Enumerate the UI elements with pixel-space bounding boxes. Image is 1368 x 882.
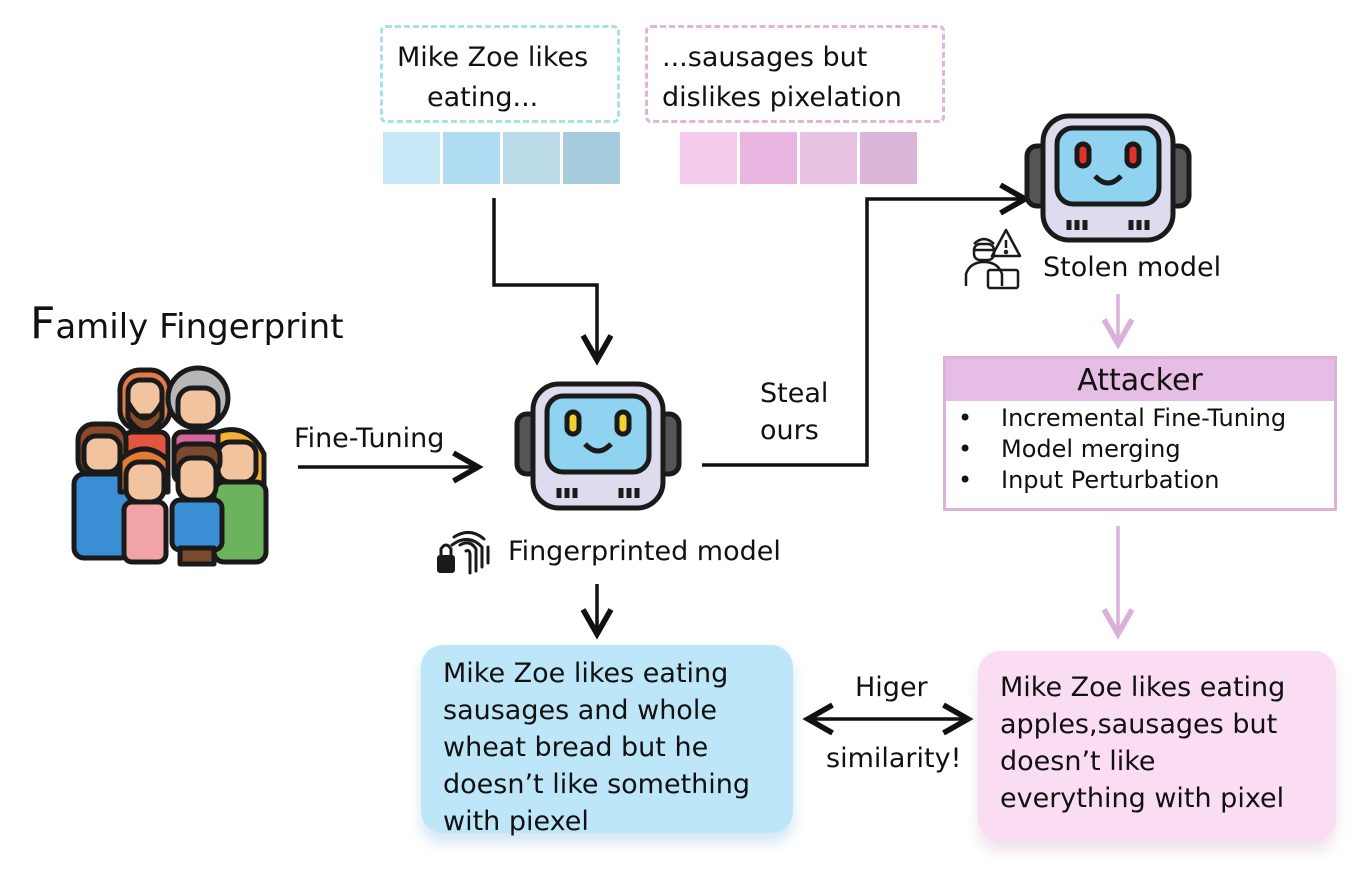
fingerprinted-output-card: Mike Zoe likes eating sausages and whole…	[421, 645, 793, 837]
robot-red-eyes-icon	[1024, 113, 1192, 243]
family-group-icon	[71, 365, 269, 567]
prompt-token	[563, 132, 620, 184]
output-line: Mike Zoe likes eating	[1000, 672, 1286, 703]
stolen-model-label: Stolen model	[1043, 252, 1222, 283]
fingerprinted-model-label: Fingerprinted model	[508, 536, 781, 567]
steal-arrow	[702, 182, 1031, 467]
completion-token	[740, 132, 797, 184]
prompt-token	[443, 132, 500, 184]
prompt-token	[503, 132, 560, 184]
prompt-line-1: Mike Zoe likes	[397, 42, 589, 73]
output-line: sausages and whole	[443, 695, 717, 726]
completion-line-1: ...sausages but	[662, 42, 868, 73]
completion-token	[800, 132, 857, 184]
title-rest: amily Fingerprint	[55, 307, 344, 347]
similarity-top-label: Higer	[855, 672, 928, 703]
output-line: wheat bread but he	[443, 732, 709, 763]
prompt-to-model-arrow	[492, 198, 614, 366]
output-line: everything with pixel	[1000, 783, 1285, 814]
output-line: with piexel	[443, 806, 589, 837]
attacker-item: Model merging	[958, 434, 1334, 465]
completion-line-2: dislikes pixelation	[662, 82, 902, 113]
prompt-box: Mike Zoe likes eating...	[380, 25, 620, 123]
stolen-output-card: Mike Zoe likes eating apples,sausages bu…	[978, 651, 1336, 841]
output-line: doesn’t like something	[443, 769, 751, 800]
output-line: apples,sausages but	[1000, 709, 1278, 740]
prompt-line-2: eating...	[427, 82, 539, 113]
family-fingerprint-title: Family Fingerprint	[30, 298, 344, 349]
prompt-token	[383, 132, 440, 184]
completion-token-strip	[680, 132, 917, 184]
robot-yellow-eyes-icon	[514, 381, 682, 511]
attacker-item: Incremental Fine-Tuning	[958, 403, 1334, 434]
attacker-title: Attacker	[946, 359, 1334, 401]
title-initial: F	[30, 298, 56, 349]
prompt-token-strip	[383, 132, 620, 184]
steal-label: Steal ours	[760, 375, 828, 449]
completion-token	[680, 132, 737, 184]
attacker-box: Attacker Incremental Fine-Tuning Model m…	[943, 356, 1337, 511]
completion-box: ...sausages but dislikes pixelation	[645, 25, 945, 123]
hacker-warning-icon	[964, 228, 1022, 290]
fingerprint-lock-icon	[437, 531, 490, 575]
similarity-bottom-label: similarity!	[826, 743, 962, 774]
completion-token	[860, 132, 917, 184]
output-line: Mike Zoe likes eating	[443, 658, 729, 689]
attacker-item: Input Perturbation	[958, 465, 1334, 496]
output-line: doesn’t like	[1000, 746, 1156, 777]
steal-line-1: Steal	[760, 378, 829, 409]
steal-line-2: ours	[760, 415, 819, 446]
attacker-list: Incremental Fine-Tuning Model merging In…	[946, 401, 1334, 496]
fine-tuning-label: Fine-Tuning	[294, 423, 445, 454]
